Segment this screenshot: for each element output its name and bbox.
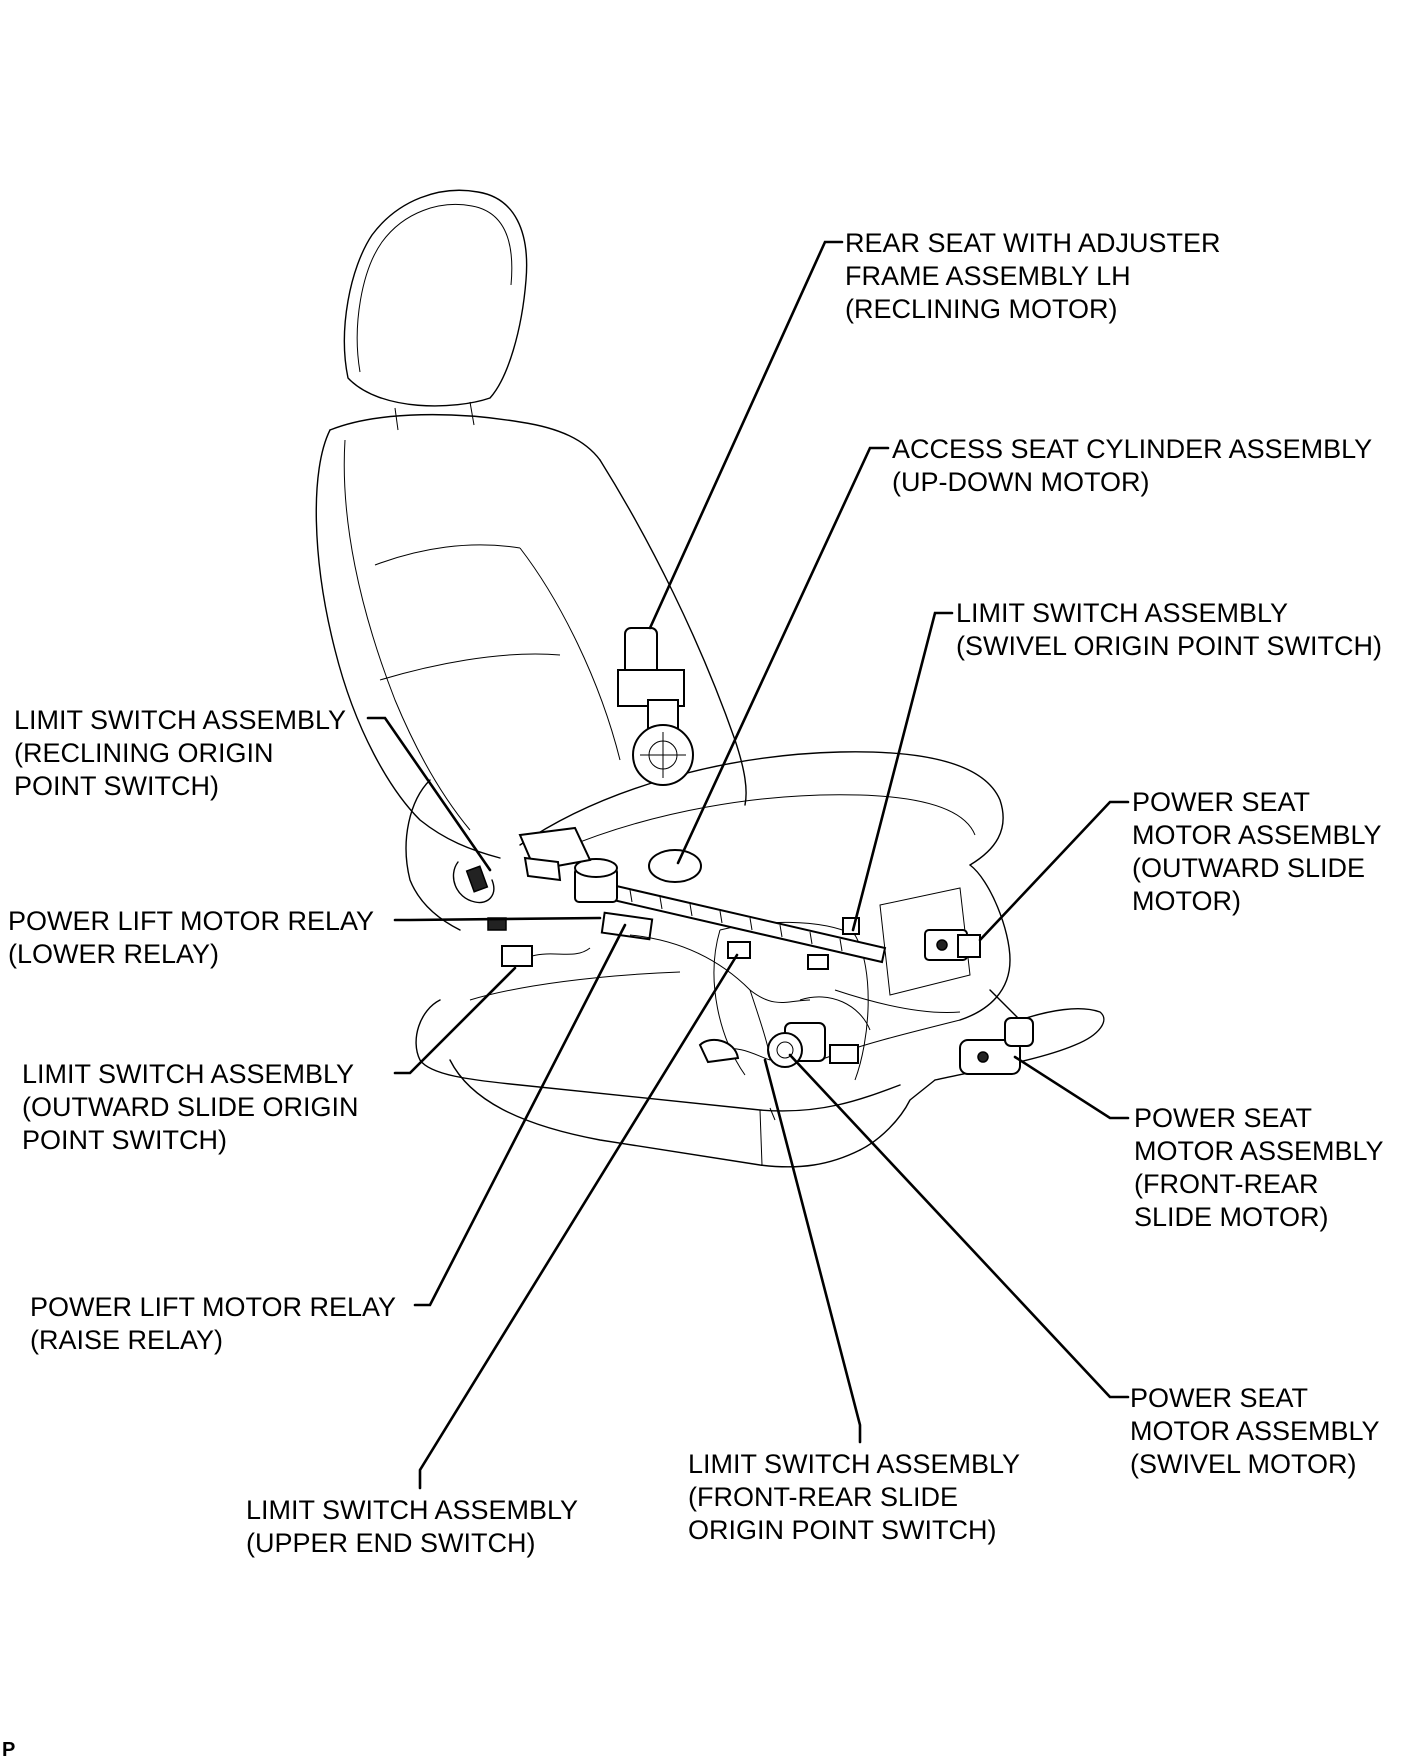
label-raise-relay: POWER LIFT MOTOR RELAY(RAISE RELAY) xyxy=(30,1292,396,1355)
label-upper-end-switch: LIMIT SWITCH ASSEMBLY(UPPER END SWITCH) xyxy=(246,1495,578,1558)
callout-line: POWER SEAT xyxy=(1132,787,1310,817)
callout-line: (RECLINING MOTOR) xyxy=(845,294,1118,324)
leader-outward-slide-motor xyxy=(978,800,1130,942)
label-swivel-origin-switch: LIMIT SWITCH ASSEMBLY(SWIVEL ORIGIN POIN… xyxy=(956,598,1382,661)
label-up-down-motor: ACCESS SEAT CYLINDER ASSEMBLY(UP-DOWN MO… xyxy=(892,434,1372,497)
reclining-motor-part xyxy=(617,627,694,786)
callout-line: MOTOR ASSEMBLY xyxy=(1132,820,1382,850)
callout-line: ORIGIN POINT SWITCH) xyxy=(688,1515,997,1545)
callout-line: (SWIVEL MOTOR) xyxy=(1130,1449,1357,1479)
callout-line: LIMIT SWITCH ASSEMBLY xyxy=(688,1449,1020,1479)
swivel-motor-part xyxy=(767,996,871,1068)
callout-line: POINT SWITCH) xyxy=(22,1125,227,1155)
seat-illustration xyxy=(315,189,1105,1168)
leader-lower-relay xyxy=(393,916,602,922)
callout-line: FRAME ASSEMBLY LH xyxy=(845,261,1131,291)
callout-line: POWER LIFT MOTOR RELAY xyxy=(30,1292,396,1322)
callout-line: MOTOR ASSEMBLY xyxy=(1134,1136,1384,1166)
label-lower-relay: POWER LIFT MOTOR RELAY(LOWER RELAY) xyxy=(8,906,374,969)
callout-line: (RAISE RELAY) xyxy=(30,1325,223,1355)
callout-line: SLIDE MOTOR) xyxy=(1134,1202,1329,1232)
leader-reclining-origin-switch xyxy=(366,716,492,872)
callout-line: (OUTWARD SLIDE xyxy=(1132,853,1365,883)
drive-screw-part xyxy=(574,849,887,964)
leader-raise-relay xyxy=(413,923,627,1307)
leader-front-rear-slide-motor xyxy=(1013,1055,1130,1120)
callout-line: (RECLINING ORIGIN xyxy=(14,738,274,768)
callout-line: ACCESS SEAT CYLINDER ASSEMBLY xyxy=(892,434,1372,464)
callout-line: LIMIT SWITCH ASSEMBLY xyxy=(22,1059,354,1089)
callout-line: LIMIT SWITCH ASSEMBLY xyxy=(246,1495,578,1525)
callout-line: MOTOR ASSEMBLY xyxy=(1130,1416,1380,1446)
callout-line: (UP-DOWN MOTOR) xyxy=(892,467,1149,497)
label-outward-slide-origin-switch: LIMIT SWITCH ASSEMBLY(OUTWARD SLIDE ORIG… xyxy=(22,1059,359,1155)
leader-outward-slide-origin-switch xyxy=(393,966,517,1075)
leader-up-down-motor xyxy=(676,446,890,865)
callout-line: (SWIVEL ORIGIN POINT SWITCH) xyxy=(956,631,1382,661)
leader-lines xyxy=(366,240,1130,1490)
callout-line: (LOWER RELAY) xyxy=(8,939,219,969)
callout-line: (OUTWARD SLIDE ORIGIN xyxy=(22,1092,359,1122)
callout-line: MOTOR) xyxy=(1132,886,1241,916)
callout-line: POINT SWITCH) xyxy=(14,771,219,801)
callout-line: REAR SEAT WITH ADJUSTER xyxy=(845,228,1221,258)
outward-slide-motor-part xyxy=(924,929,981,961)
figure-code: P xyxy=(2,1739,15,1761)
callout-line: POWER SEAT xyxy=(1134,1103,1312,1133)
leader-swivel-motor xyxy=(788,1053,1130,1399)
leader-upper-end-switch xyxy=(418,953,739,1490)
leader-front-rear-slide-origin-switch xyxy=(763,1058,862,1444)
callout-line: (FRONT-REAR SLIDE xyxy=(688,1482,958,1512)
callout-line: POWER SEAT xyxy=(1130,1383,1308,1413)
callout-line: LIMIT SWITCH ASSEMBLY xyxy=(14,705,346,735)
front-rear-slide-motor-part xyxy=(959,1017,1034,1075)
callout-line: (UPPER END SWITCH) xyxy=(246,1528,536,1558)
leader-reclining-motor xyxy=(648,240,844,630)
seat-mechanism-parts xyxy=(452,627,1034,1075)
callout-line: POWER LIFT MOTOR RELAY xyxy=(8,906,374,936)
callout-line: LIMIT SWITCH ASSEMBLY xyxy=(956,598,1288,628)
leader-swivel-origin-switch xyxy=(851,611,954,932)
callout-line: (FRONT-REAR xyxy=(1134,1169,1319,1199)
